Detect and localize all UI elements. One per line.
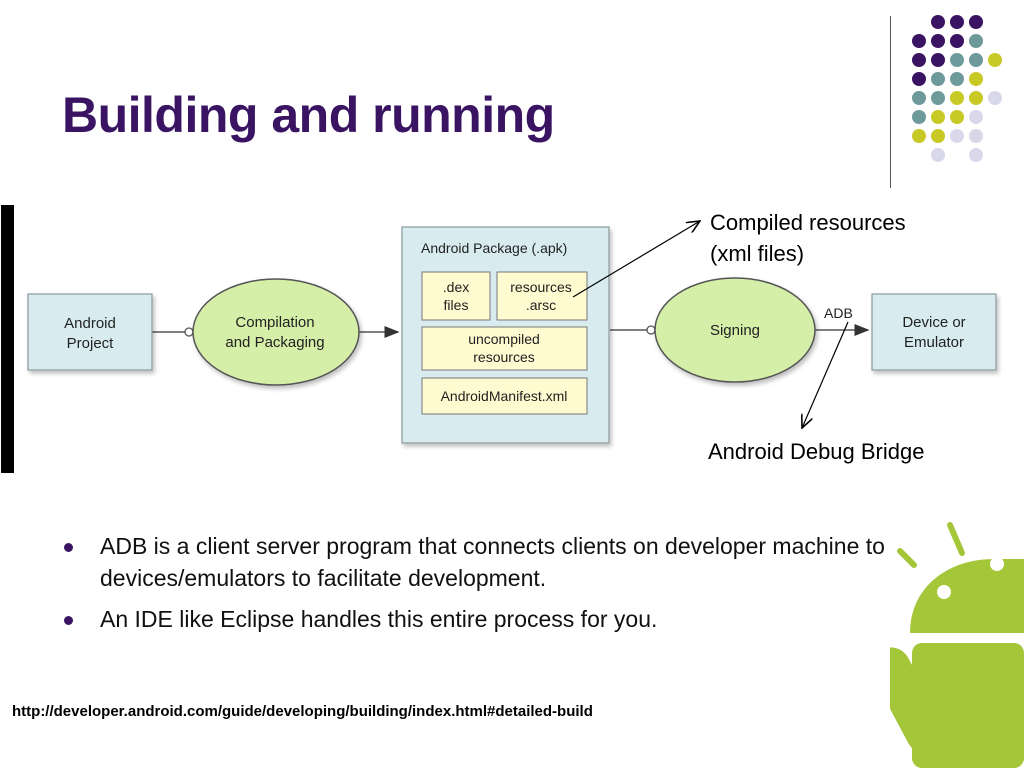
resources-arsc-box [496, 271, 588, 321]
source-link[interactable]: http://developer.android.com/guide/devel… [12, 703, 593, 720]
resources-arsc-label: .arsc [526, 297, 556, 313]
decorative-dot [931, 72, 945, 86]
android-project-node [27, 293, 153, 371]
device-emulator-node [871, 293, 997, 371]
bullet-dot-icon [64, 543, 73, 552]
android-manifest-label: AndroidManifest.xml [441, 388, 568, 404]
decorative-dot [931, 148, 945, 162]
decorative-dot [912, 53, 926, 67]
decorative-dot [988, 91, 1002, 105]
decorative-dot [969, 110, 983, 124]
decorative-dot [912, 34, 926, 48]
android-project-label: Project [67, 335, 115, 352]
compiled-resources-callout: Compiled resources (xml files) [710, 207, 906, 269]
decorative-dot [969, 34, 983, 48]
dex-files-box [421, 271, 491, 321]
decorative-dot [950, 15, 964, 29]
decorative-dot [912, 129, 926, 143]
decorative-dot [950, 53, 964, 67]
decorative-dot [950, 110, 964, 124]
decorative-dot [931, 129, 945, 143]
decorative-dot [931, 34, 945, 48]
decorative-dot [931, 110, 945, 124]
device-emulator-label: Device or [902, 314, 965, 331]
decorative-dot [950, 91, 964, 105]
device-emulator-label: Emulator [904, 334, 964, 351]
compilation-label: and Packaging [225, 334, 324, 351]
decorative-dot [931, 15, 945, 29]
debug-bridge-callout-arrow [802, 321, 849, 428]
android-manifest-box [421, 377, 588, 415]
bullet-text: An IDE like Eclipse handles this entire … [100, 606, 658, 632]
debug-bridge-callout: Android Debug Bridge [708, 439, 925, 464]
bullet-text: ADB is a client server program that conn… [100, 533, 885, 591]
decorative-dot [969, 15, 983, 29]
uncompiled-resources-label: uncompiled [468, 331, 540, 347]
decorative-dot [912, 91, 926, 105]
left-accent-bar [1, 205, 14, 473]
bullet-list: ADB is a client server program that conn… [62, 530, 942, 644]
uncompiled-resources-box [421, 326, 588, 371]
decorative-dot [969, 72, 983, 86]
compiled-resources-callout-arrow [572, 221, 700, 298]
resources-arsc-label: resources [510, 279, 571, 295]
connector-dot-2 [646, 325, 656, 335]
decorative-dot [950, 129, 964, 143]
decorative-dot [988, 53, 1002, 67]
connector-dot-1 [184, 327, 194, 337]
dex-files-label: .dex [443, 279, 469, 295]
decorative-dot [969, 91, 983, 105]
decorative-dot [969, 129, 983, 143]
title-divider-line [890, 16, 891, 188]
decorative-dot [931, 53, 945, 67]
decorative-dot-grid [912, 15, 1002, 162]
bullet-item: An IDE like Eclipse handles this entire … [62, 603, 942, 635]
adb-label: ADB [824, 305, 853, 321]
decorative-dot [950, 34, 964, 48]
compiled-resources-line1: Compiled resources [710, 210, 906, 235]
decorative-dot [969, 53, 983, 67]
decorative-dot [912, 110, 926, 124]
android-project-label: Android [64, 315, 116, 332]
compilation-node [192, 278, 360, 386]
signing-node [654, 277, 816, 383]
android-robot-icon [890, 522, 1024, 768]
decorative-dot [950, 72, 964, 86]
uncompiled-resources-label: resources [473, 349, 534, 365]
decorative-dot [969, 148, 983, 162]
page-title: Building and running [62, 87, 555, 143]
compiled-resources-line2: (xml files) [710, 241, 805, 266]
build-process-diagram: Android Project Compilation and Packagin… [27, 0, 997, 444]
decorative-dot [931, 91, 945, 105]
compilation-label: Compilation [235, 314, 314, 331]
decorative-dot [912, 72, 926, 86]
signing-label: Signing [710, 322, 760, 339]
dex-files-label: files [444, 297, 469, 313]
android-package-title: Android Package (.apk) [421, 240, 567, 256]
bullet-dot-icon [64, 616, 73, 625]
bullet-item: ADB is a client server program that conn… [62, 530, 942, 594]
